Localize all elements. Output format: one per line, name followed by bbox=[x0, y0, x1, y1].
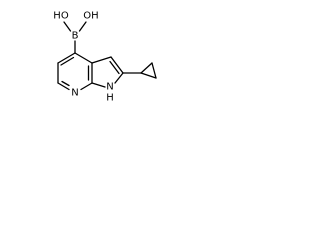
pyrrole-hydrogen-label: H bbox=[106, 93, 114, 104]
bond-n1-c7a bbox=[91, 82, 106, 88]
bond-c6-n7-double bbox=[61, 80, 70, 87]
bond-c4-c5 bbox=[57, 52, 76, 64]
bond-c3a-c3 bbox=[91, 56, 112, 64]
bond-c6-n7 bbox=[57, 82, 70, 91]
bond-b-oh-right bbox=[78, 21, 87, 32]
bond-cp-1 bbox=[140, 62, 153, 74]
pyrrole-ring bbox=[91, 56, 124, 88]
bond-cp-3 bbox=[140, 72, 157, 79]
bond-b-oh-left bbox=[63, 21, 72, 32]
boronic-acid-group bbox=[63, 21, 87, 54]
chemical-structure: B HO OH N N H bbox=[53, 11, 157, 104]
bond-c4-c5-double bbox=[60, 56, 75, 66]
bond-c3a-c4 bbox=[74, 52, 93, 64]
hydroxyl-right-label: OH bbox=[83, 11, 98, 22]
bond-cp-2 bbox=[151, 62, 157, 79]
bond-n7-c7a bbox=[80, 82, 93, 91]
boron-atom-label: B bbox=[72, 31, 79, 42]
bond-c2-n1 bbox=[114, 72, 124, 84]
bond-c3-c2 bbox=[110, 56, 124, 74]
bond-c3-c2-double bbox=[109, 60, 120, 75]
hydroxyl-left-label: HO bbox=[53, 11, 69, 22]
pyridine-nitrogen-label: N bbox=[71, 88, 78, 99]
pyridine-ring bbox=[57, 52, 93, 91]
pyrrole-nitrogen-label: N bbox=[106, 82, 113, 93]
cyclopropyl-group bbox=[122, 62, 157, 79]
